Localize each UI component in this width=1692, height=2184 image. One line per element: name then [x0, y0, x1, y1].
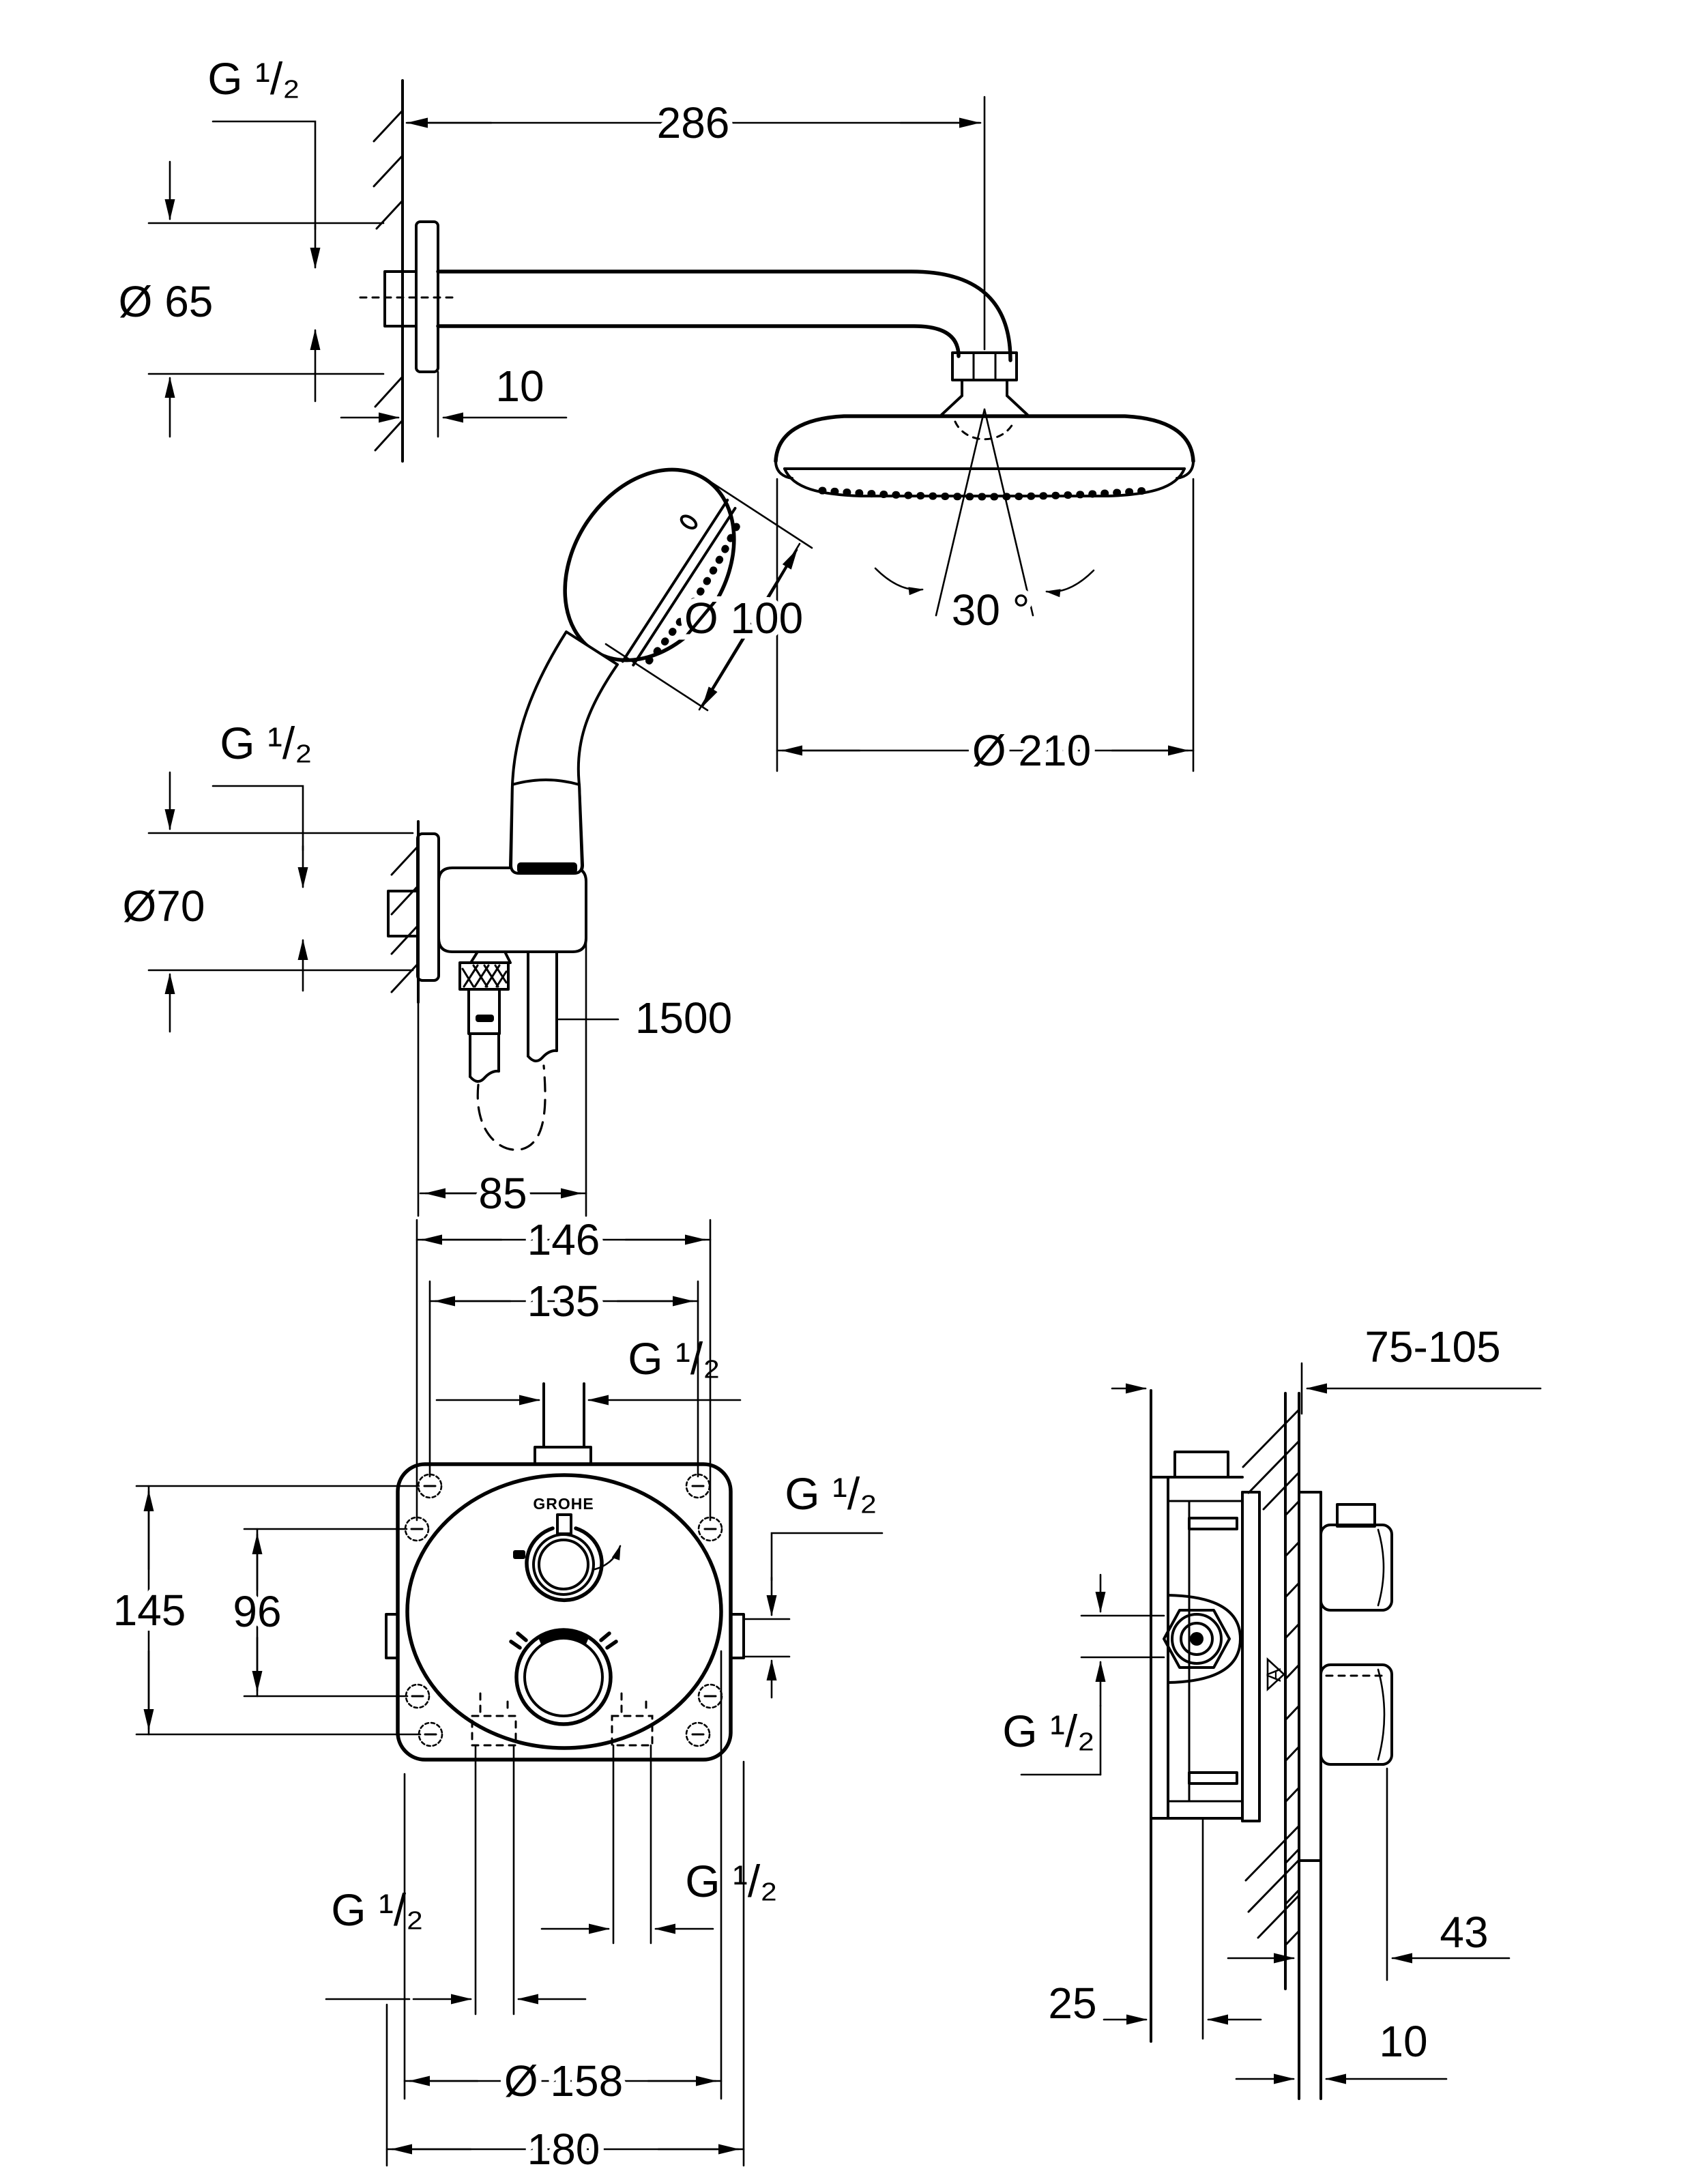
left-port-stub	[385, 1613, 399, 1659]
trim-circle	[405, 1473, 723, 1750]
head-nut	[951, 351, 1018, 381]
dim-o100: Ø 100	[604, 480, 813, 712]
side-trim-plate	[1298, 1491, 1322, 2100]
dim-10-arm: 10	[340, 362, 568, 438]
holder-view: G ¹/₂ Ø70 1500 85	[123, 718, 733, 1223]
wall-hatch	[373, 109, 404, 452]
label-286: 286	[657, 98, 730, 147]
label-g12-side: G ¹/₂	[1002, 1706, 1095, 1756]
wall-hatch-2	[390, 845, 420, 993]
hose-connector	[467, 988, 501, 1035]
volume-knob	[509, 1628, 618, 1726]
dim-75-105: 75-105	[1111, 1322, 1542, 1415]
dim-o65: Ø 65	[119, 160, 385, 438]
label-25: 25	[1048, 1979, 1096, 2028]
rotation-arrow	[594, 1545, 622, 1571]
label-1500: 1500	[635, 993, 732, 1043]
dim-g12-arm: G ¹/₂	[207, 53, 321, 403]
shower-arm-view: G ¹/₂ Ø 65 286 10	[119, 53, 1029, 463]
label-g12-br: G ¹/₂	[685, 1856, 778, 1906]
label-g12-holder: G ¹/₂	[220, 718, 312, 768]
dim-g12-side: G ¹/₂	[1002, 1573, 1165, 1776]
hose-taper	[469, 950, 512, 964]
side-wall	[1242, 1392, 1300, 2100]
dim-1500: 1500	[557, 993, 732, 1043]
dim-96: 96	[227, 1528, 409, 1698]
side-hex-port	[1163, 1609, 1231, 1669]
dim-g12-top: G ¹/₂	[435, 1333, 742, 1406]
dim-286: 286	[405, 93, 986, 351]
label-10-arm: 10	[495, 362, 544, 411]
bottom-ports	[471, 1692, 654, 2015]
hose-loop-dashed	[476, 1064, 546, 1151]
arm-pipe-bottom	[436, 324, 961, 358]
dim-10-plate: 10	[1235, 2017, 1448, 2084]
dim-85: 85	[417, 886, 587, 1223]
label-145: 145	[113, 1586, 186, 1635]
label-o70: Ø70	[123, 882, 205, 931]
holder-flange	[416, 832, 440, 982]
right-port-stub	[729, 1613, 745, 1659]
label-10-plate: 10	[1379, 2017, 1427, 2066]
side-body: A	[1150, 1389, 1285, 2043]
arm-pipe-top	[436, 270, 1012, 362]
knurl-pattern	[461, 964, 508, 988]
dim-o158: Ø 158	[403, 1650, 723, 2111]
label-30deg: 30 °	[952, 585, 1030, 635]
hose-break-left	[469, 1069, 500, 1083]
hose-break-right	[527, 1049, 558, 1062]
dim-g12-holder: G ¹/₂	[212, 718, 312, 992]
label-85: 85	[478, 1169, 527, 1218]
valve-side-view: 75-105	[1002, 1322, 1542, 2100]
head-neck	[940, 379, 1029, 416]
label-g12-arm: G ¹/₂	[207, 53, 300, 104]
dim-145: 145	[108, 1485, 422, 1736]
arm-stub	[383, 270, 418, 327]
label-g12-bl: G ¹/₂	[331, 1884, 424, 1935]
top-port-cap	[534, 1446, 592, 1466]
label-43: 43	[1440, 1908, 1488, 1957]
grohe-logo: GROHE	[533, 1495, 594, 1513]
dim-180: 180	[385, 1760, 745, 2179]
head-nozzles	[818, 486, 1151, 501]
handle-grip-end	[510, 778, 583, 875]
dim-g12-bottom-left: G ¹/₂	[325, 1884, 587, 2005]
ball-joint-dashed	[954, 420, 1015, 441]
dim-25: 25	[1048, 1818, 1262, 2040]
label-o158: Ø 158	[504, 2056, 623, 2106]
label-g12-top: G ¹/₂	[628, 1333, 720, 1384]
flow-marking-triangle	[1266, 1657, 1285, 1691]
dim-o210: Ø 210	[776, 478, 1195, 781]
head-dome	[774, 414, 1195, 463]
dim-30deg: 30 °	[874, 408, 1095, 640]
dim-146: 146	[415, 1210, 712, 1521]
label-135: 135	[527, 1277, 600, 1326]
rough-in-plate	[396, 1462, 733, 1762]
temp-knob: GROHE	[513, 1495, 622, 1603]
label-146: 146	[527, 1215, 600, 1264]
dim-43: 43	[1227, 1767, 1511, 1981]
holder-stub	[387, 890, 419, 937]
side-clamp	[1167, 1594, 1242, 1684]
label-o65: Ø 65	[119, 277, 214, 326]
label-180: 180	[527, 2125, 600, 2174]
label-75-105: 75-105	[1365, 1322, 1500, 1371]
marking-a: A	[1263, 1668, 1285, 1682]
holder-body	[437, 867, 587, 953]
label-o210: Ø 210	[972, 726, 1091, 775]
side-top-port	[1173, 1451, 1229, 1479]
label-o100: Ø 100	[684, 594, 803, 643]
label-g12-right: G ¹/₂	[785, 1468, 877, 1519]
shower-head-view: 30 ° Ø 210	[774, 408, 1195, 781]
dim-135: 135	[428, 1271, 699, 1478]
valve-front-view: 146 135 G ¹/₂ GRO	[108, 1210, 884, 2179]
side-knobs	[1319, 1503, 1393, 1766]
label-96: 96	[233, 1587, 281, 1636]
dim-g12-bottom-right: G ¹/₂	[540, 1856, 778, 1934]
dim-g12-right: G ¹/₂	[742, 1468, 884, 1699]
dim-o70: Ø70	[123, 771, 414, 1033]
